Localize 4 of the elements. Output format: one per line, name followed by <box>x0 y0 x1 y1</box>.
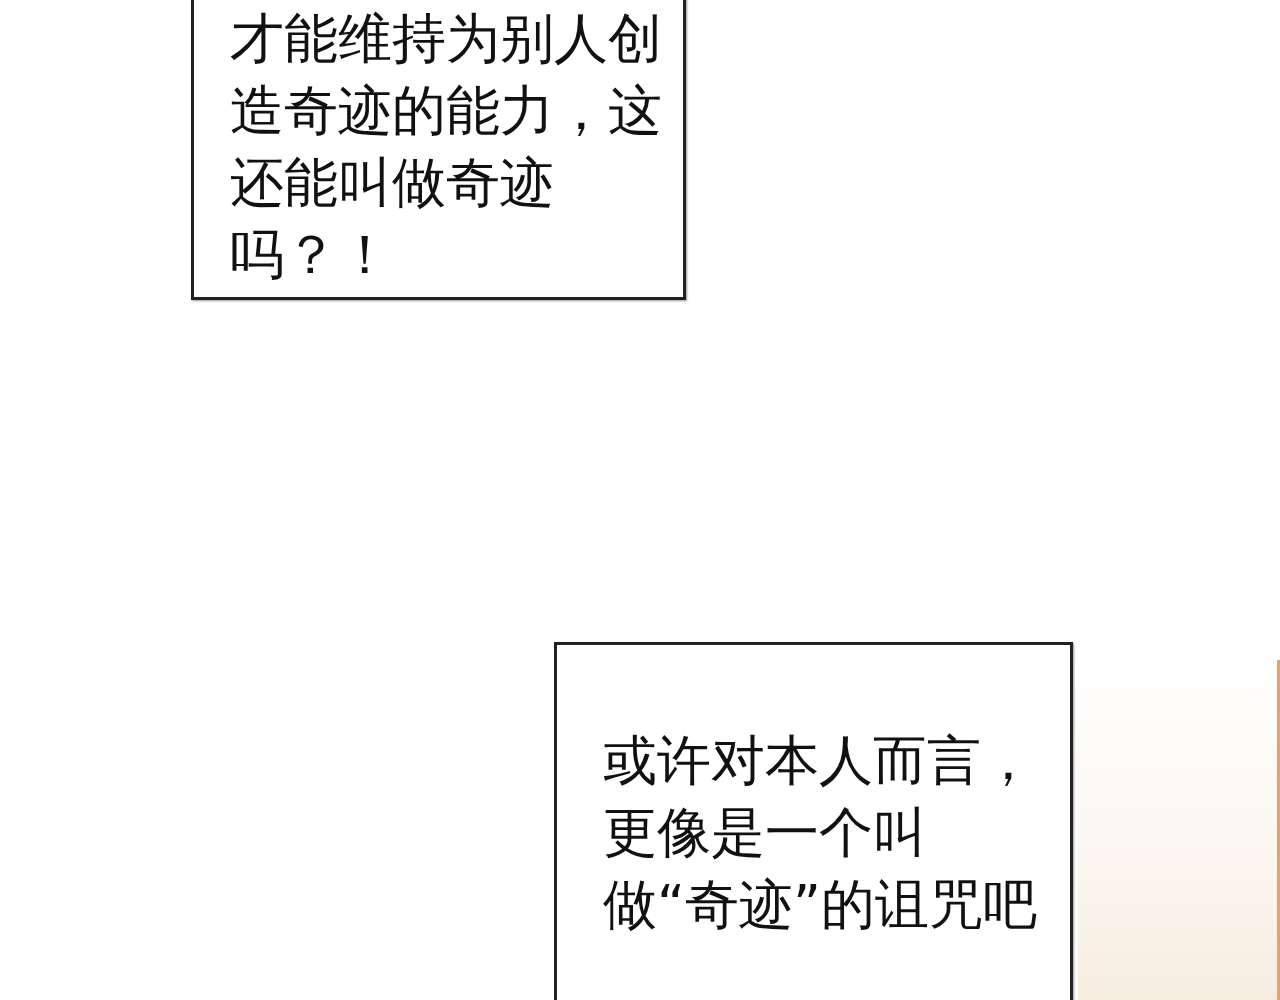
speech-box <box>554 642 1073 1000</box>
dialogue-text: 或许对本人而言，更像是一个叫做“奇迹”的诅咒吧 <box>603 728 1038 938</box>
speech-box <box>191 0 686 300</box>
dialogue-text: 才能维持为别人创造奇迹的能力，这还能叫做奇迹吗？！ <box>230 6 663 288</box>
